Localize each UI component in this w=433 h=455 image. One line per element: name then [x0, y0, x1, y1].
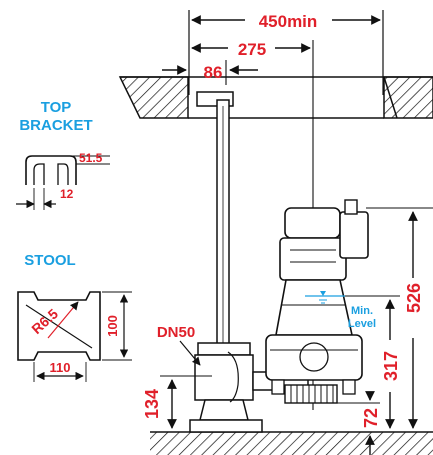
top-bracket-title-line1: TOP	[41, 99, 72, 116]
floor-slab	[150, 431, 433, 455]
dimension-317: 317	[345, 295, 401, 429]
stool-dim-width: 110	[50, 360, 71, 375]
dimension-275-label: 275	[238, 40, 266, 59]
top-bracket-dim-gap: 12	[60, 187, 74, 201]
pipe-size-callout: DN50	[157, 324, 201, 366]
min-level-label-line1: Min.	[351, 305, 373, 317]
dimension-72-label: 72	[361, 408, 381, 428]
ceiling-slab	[118, 76, 433, 119]
pipe-size-label: DN50	[157, 324, 195, 341]
dimension-86: 86	[162, 60, 258, 85]
top-bracket-detail: TOP BRACKET 51.5 12	[16, 99, 110, 210]
dimension-72: 72	[337, 391, 381, 455]
dimension-134-label: 134	[142, 389, 162, 419]
dimension-86-label: 86	[204, 63, 223, 82]
dimension-526: 526	[366, 207, 433, 429]
stool-title: STOOL	[24, 252, 75, 269]
top-bracket-dim-width: 51.5	[79, 151, 103, 165]
min-level-label-line2: Level	[348, 318, 376, 330]
stool-dim-height: 100	[105, 315, 120, 337]
dimension-526-label: 526	[404, 283, 424, 313]
top-bracket-title-line2: BRACKET	[19, 117, 92, 134]
min-level-marker: Min. Level	[305, 291, 376, 330]
dimension-134: 134	[142, 375, 212, 429]
stool-detail: STOOL R6.5 100 110	[17, 252, 132, 382]
dimension-450min-label: 450min	[259, 12, 318, 31]
dimension-317-label: 317	[381, 351, 401, 381]
submersible-pump	[265, 199, 369, 404]
guide-rail	[196, 91, 234, 351]
dimension-450min: 450min	[188, 10, 384, 95]
